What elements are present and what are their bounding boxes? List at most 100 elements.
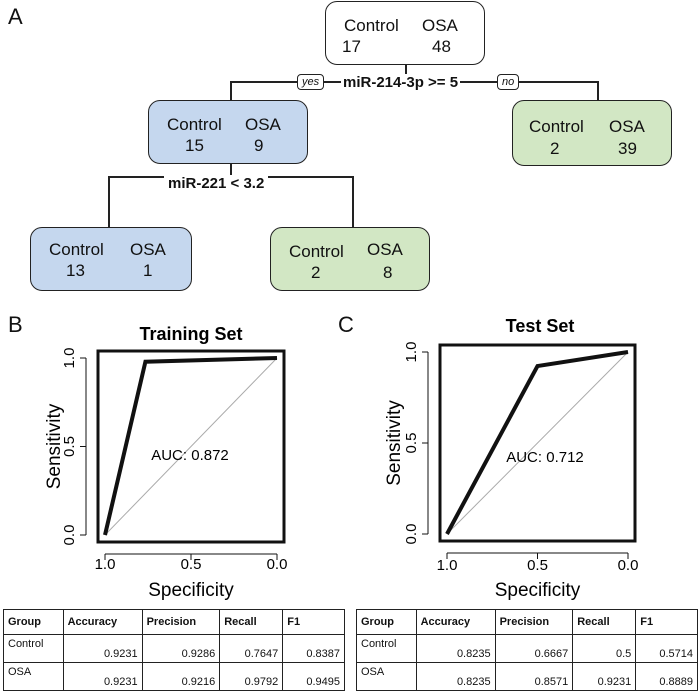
x-tick-label: 0.5 (181, 556, 202, 573)
metric-cell: 0.5 (572, 634, 637, 663)
reference-diagonal (104, 357, 278, 536)
column-header: Accuracy (62, 609, 143, 635)
y-tick-label: 0.5 (403, 433, 420, 454)
auc-annotation: AUC: 0.712 (506, 449, 584, 466)
tree-edge (230, 164, 232, 176)
x-axis-label: Specificity (148, 580, 234, 600)
node-count-control: 2 (550, 139, 560, 158)
column-header: Recall (572, 609, 637, 635)
metric-cell: 0.9286 (141, 634, 221, 663)
metric-cell: 0.9792 (219, 662, 284, 691)
metric-cell: 0.7647 (219, 634, 284, 663)
tree-node-root: Control OSA 17 48 (325, 1, 485, 65)
y-axis-label: Sensitivity (384, 400, 405, 486)
y-tick-label: 1.0 (403, 342, 420, 363)
node-label-osa: OSA (245, 115, 281, 134)
tree-edge (108, 176, 110, 227)
x-tick-label: 1.0 (95, 556, 116, 573)
node-count-control: 15 (185, 136, 204, 155)
no-branch-tag: no (497, 74, 520, 90)
yes-branch-tag: yes (297, 74, 325, 90)
node-count-osa: 1 (143, 261, 153, 280)
metric-cell: 0.9216 (141, 662, 221, 691)
column-header: Accuracy (415, 609, 496, 635)
tree-edge (230, 81, 232, 100)
group-cell: OSA (3, 662, 64, 691)
y-axis-label: Sensitivity (44, 403, 65, 489)
tree-edge (597, 81, 599, 100)
node-count-control: 13 (66, 261, 85, 280)
metric-cell: 0.8235 (415, 634, 496, 663)
node-label-osa: OSA (130, 240, 166, 259)
group-cell: Control (356, 634, 417, 663)
metric-cell: 0.5714 (635, 634, 698, 663)
metric-cell: 0.6667 (494, 634, 574, 663)
x-tick-label: 0.5 (527, 557, 548, 574)
node-count-osa: 9 (254, 136, 264, 155)
column-header: F1 (282, 609, 345, 635)
column-header: Recall (219, 609, 284, 635)
node-count-osa: 39 (618, 139, 637, 158)
metric-cell: 0.9231 (62, 662, 143, 691)
node-count-osa: 8 (383, 263, 393, 282)
node-label-control: Control (344, 16, 399, 35)
chart-title: Training Set (139, 324, 242, 344)
roc-curve (103, 356, 278, 536)
split-rule-1: miR-214-3p >= 5 (341, 74, 461, 91)
chart-title: Test Set (506, 316, 575, 336)
tree-node-left-left: Control OSA 13 1 (30, 227, 192, 291)
group-cell: OSA (356, 662, 417, 691)
y-tick-label: 1.0 (61, 348, 78, 369)
plot-frame (96, 349, 286, 544)
tree-node-right: Control OSA 2 39 (512, 100, 672, 166)
metric-cell: 0.8571 (494, 662, 574, 691)
metric-cell: 0.8387 (282, 634, 345, 663)
column-header: Precision (141, 609, 221, 635)
split-rule-2: miR-221 < 3.2 (164, 175, 269, 192)
node-label-osa: OSA (609, 117, 645, 136)
metric-cell: 0.9495 (282, 662, 345, 691)
node-count-control: 2 (311, 263, 321, 282)
metric-cell: 0.9231 (572, 662, 637, 691)
roc-curve (445, 350, 629, 535)
column-header: F1 (635, 609, 698, 635)
tree-node-left-right: Control OSA 2 8 (270, 227, 430, 291)
x-tick-label: 0.0 (618, 557, 639, 574)
x-axis-label: Specificity (495, 580, 581, 600)
node-label-control: Control (529, 117, 584, 136)
column-header: Group (356, 609, 417, 635)
node-label-osa: OSA (367, 240, 403, 259)
metric-cell: 0.8235 (415, 662, 496, 691)
metric-cell: 0.8889 (635, 662, 698, 691)
node-count-control: 17 (342, 37, 361, 56)
group-cell: Control (3, 634, 64, 663)
node-label-control: Control (49, 240, 104, 259)
node-count-osa: 48 (432, 37, 451, 56)
tree-node-left: Control OSA 15 9 (148, 100, 308, 164)
panel-label-c: C (338, 312, 354, 337)
metric-cell: 0.9231 (62, 634, 143, 663)
plot-frame (438, 343, 637, 543)
reference-diagonal (446, 351, 629, 535)
node-label-control: Control (289, 242, 344, 261)
tree-edge (352, 176, 354, 227)
node-label-osa: OSA (422, 16, 458, 35)
node-label-control: Control (167, 115, 222, 134)
column-header: Precision (494, 609, 574, 635)
x-tick-label: 1.0 (437, 557, 458, 574)
auc-annotation: AUC: 0.872 (151, 447, 229, 464)
tree-edge (405, 64, 407, 81)
panel-label-b: B (8, 312, 23, 337)
y-tick-label: 0.0 (61, 525, 78, 546)
column-header: Group (3, 609, 64, 635)
